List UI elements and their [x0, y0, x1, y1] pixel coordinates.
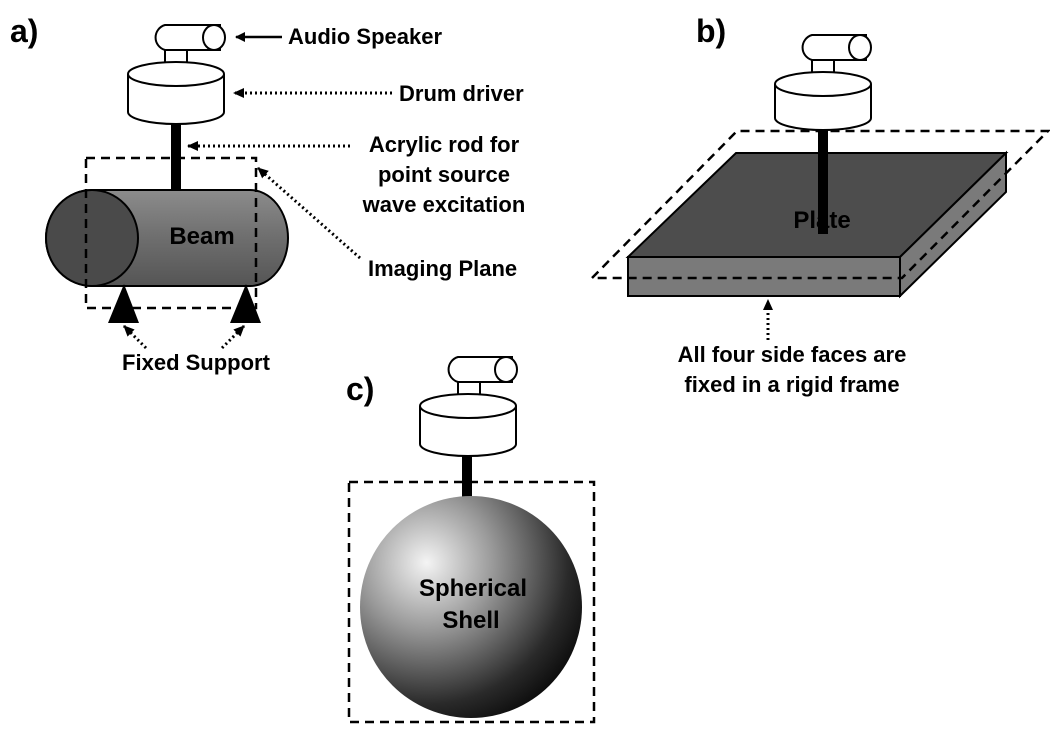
shell-label-line1: Spherical	[419, 575, 527, 602]
panel-c-label: c)	[346, 371, 374, 407]
fixed-support-left	[108, 284, 139, 323]
panel-b-label: b)	[696, 13, 726, 49]
fixed-faces-label-line2: fixed in a rigid frame	[684, 372, 899, 397]
beam-label: Beam	[169, 223, 234, 250]
imaging-plane-box	[84, 156, 258, 310]
plate-label: Plate	[793, 207, 850, 234]
speaker-label: Audio Speaker	[288, 24, 442, 49]
fixed-faces-label-line1: All four side faces are	[678, 342, 907, 367]
beam-cylinder	[45, 189, 289, 287]
plate	[625, 150, 1009, 299]
support-arrow-left	[122, 324, 148, 350]
imaging-plane-label: Imaging Plane	[368, 256, 517, 281]
support-arrow-right	[220, 324, 246, 350]
fixed-support-right	[230, 284, 261, 323]
acrylic-rod-b	[818, 128, 828, 234]
rod-label-line1: Acrylic rod for	[369, 132, 520, 157]
panel-a: a) Beam Audio Speaker Drum driver	[10, 13, 525, 375]
spherical-shell	[360, 496, 582, 718]
shell-label-line2: Shell	[442, 607, 499, 634]
audio-speaker-icon-c	[447, 356, 518, 408]
rod-label-line3: wave excitation	[362, 192, 526, 217]
drum-driver-icon-c	[419, 393, 517, 457]
panel-b: b) Plate All four side faces are fixed i…	[589, 13, 1050, 397]
drum-driver-icon-b	[774, 71, 872, 131]
fixed-support-label: Fixed Support	[122, 350, 271, 375]
imaging-plane-b	[589, 129, 1050, 280]
driver-label: Drum driver	[399, 81, 524, 106]
audio-speaker-icon-b	[801, 34, 872, 86]
panel-c: c) Spherical Shell	[346, 356, 596, 724]
panel-a-label: a)	[10, 13, 38, 49]
drum-driver-icon	[127, 61, 225, 125]
rod-label-line2: point source	[378, 162, 510, 187]
acrylic-rod-c	[462, 456, 472, 500]
imaging-plane-box-c	[347, 480, 596, 724]
